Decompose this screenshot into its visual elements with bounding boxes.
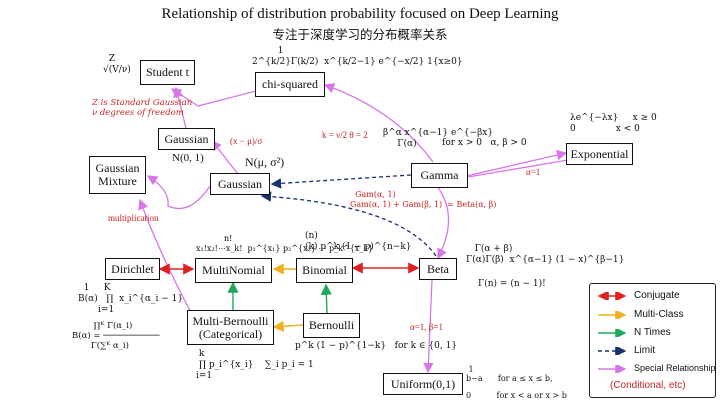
formula-gamma: β^α x^{α−1} e^{−βx} Γ(α) <box>383 128 494 149</box>
node-dirichlet[interactable]: Dirichlet <box>105 258 160 280</box>
node-student-t[interactable]: Student t <box>140 60 195 85</box>
formula-dirichlet: 1 K B(α) ∏ x_i^{α_i − 1} i=1 <box>78 283 184 315</box>
label-multiplication: multiplication <box>108 213 159 223</box>
legend-item-special: Special Relationship <box>596 362 716 376</box>
special-arrow-icon <box>598 365 627 373</box>
edge-gamma-to-chi <box>323 83 434 163</box>
label-exp-gamma: α=1 <box>526 167 541 177</box>
formula-chi-squared: 1 2^{k/2}Γ(k/2) x^{k/2−1} e^{−x/2} 1{x≥0… <box>252 46 463 67</box>
edge-gaussian-to-mixture <box>146 175 211 210</box>
param-standard-normal: N(0, 1) <box>172 152 204 164</box>
label-chi-gamma: k = ν/2 θ = 2 <box>322 130 368 140</box>
formula-binomial: (n) (k) p^k (1 − p)^{n−k} <box>305 231 412 252</box>
label-beta-uniform: α=1, β=1 <box>410 322 443 332</box>
label-student-t-note: Z is Standard Gaussian ν degrees of free… <box>92 98 193 118</box>
formula-multinomial: n! x₁!x₂!⋯x_k! p₁^{x₁} p₂^{x₂} ⋯ p_k^{x_… <box>196 234 374 253</box>
formula-beta: Γ(α + β) Γ(α)Γ(β) x^{α−1} (1 − x)^{β−1} <box>466 244 625 265</box>
node-gaussian-standard[interactable]: Gaussian <box>158 128 215 150</box>
edge-chi-to-student-t <box>170 88 257 107</box>
node-bernoulli[interactable]: Bernoulli <box>303 313 360 338</box>
conjugate-arrow-icon <box>597 292 627 300</box>
label-beta-gamma-ratio: Gam(α, 1) Gam(α, 1) + Gam(β, 1) = Beta(α… <box>350 190 497 209</box>
edge-multibernoulli-to-mixture <box>138 198 196 321</box>
legend: Conjugate Multi-Class N Times Limit Spec… <box>589 283 716 398</box>
node-gaussian[interactable]: Gaussian <box>210 173 270 195</box>
legend-item-n-times: N Times <box>596 326 714 340</box>
formula-student-t: Z √(V/ν) <box>103 54 131 75</box>
multi-class-arrow-icon <box>598 311 627 319</box>
legend-label-conjugate: Conjugate <box>634 290 680 301</box>
legend-note: (Conditional, etc) <box>610 380 686 391</box>
formula-uniform: 1 b−a for a ≤ x ≤ b, 0 for x < a or x > … <box>466 365 567 400</box>
edge-gamma-to-exponential <box>461 149 568 178</box>
legend-label-limit: Limit <box>634 345 656 356</box>
formula-categorical: k ∏ p_i^{x_i} ∑_i p_i = 1 i=1 <box>196 349 314 381</box>
node-chi-squared[interactable]: chi-squared <box>255 72 325 97</box>
edge-beta-to-uniform <box>423 279 434 374</box>
diagram-title: Relationship of distribution probability… <box>161 6 559 22</box>
param-normal: N(μ, σ²) <box>245 155 285 169</box>
formula-exponential: λe^{−λx} x ≥ 0 0 x < 0 <box>570 113 657 134</box>
edge-exp-to-gamma <box>461 159 569 179</box>
node-beta[interactable]: Beta <box>419 258 457 280</box>
formula-bernoulli: p^k (1 − p)^{1−k} for k ∈ {0, 1} <box>295 341 458 351</box>
edge-gamma-to-gaussian-limit <box>270 174 412 189</box>
node-multi-bernoulli[interactable]: Multi-Bernoulli (Categorical) <box>187 310 274 345</box>
formula-gamma-condition: for x > 0 α, β > 0 <box>442 138 527 148</box>
node-exponential[interactable]: Exponential <box>566 143 633 165</box>
node-gaussian-mixture[interactable]: Gaussian Mixture <box>89 156 146 194</box>
label-standardize: (x − μ)/σ <box>230 136 263 146</box>
diagram-subtitle: 专注于深度学习的分布概率关系 <box>272 27 448 42</box>
formula-beta-function: ∏ᴷ Γ(α_i) B(α) = ─────────── Γ(∑ᴷ α_i) <box>72 321 160 351</box>
legend-label-n-times: N Times <box>634 327 671 338</box>
limit-arrow-icon <box>598 347 627 355</box>
edge-beta-to-gaussian-limit <box>260 191 437 257</box>
n-times-arrow-icon <box>598 329 627 337</box>
edge-gamma-to-beta <box>435 184 450 260</box>
legend-item-conjugate: Conjugate <box>596 289 714 303</box>
node-uniform[interactable]: Uniform(0,1) <box>383 373 463 395</box>
edge-bernoulli-to-binomial <box>320 283 332 314</box>
node-gamma[interactable]: Gamma <box>411 163 468 188</box>
legend-item-limit: Limit <box>596 344 714 358</box>
node-binomial[interactable]: Binomial <box>296 258 353 283</box>
edge-bernoulli-to-multibernoulli <box>272 320 304 332</box>
formula-gamma-function: Γ(n) = (n − 1)! <box>478 279 546 289</box>
legend-item-multi-class: Multi-Class <box>596 308 714 322</box>
legend-label-special: Special Relationship <box>634 363 716 373</box>
legend-label-multi-class: Multi-Class <box>634 309 684 320</box>
node-multinomial[interactable]: MultiNomial <box>195 258 272 283</box>
edge-gaussian-to-gaussian-std <box>211 139 239 175</box>
